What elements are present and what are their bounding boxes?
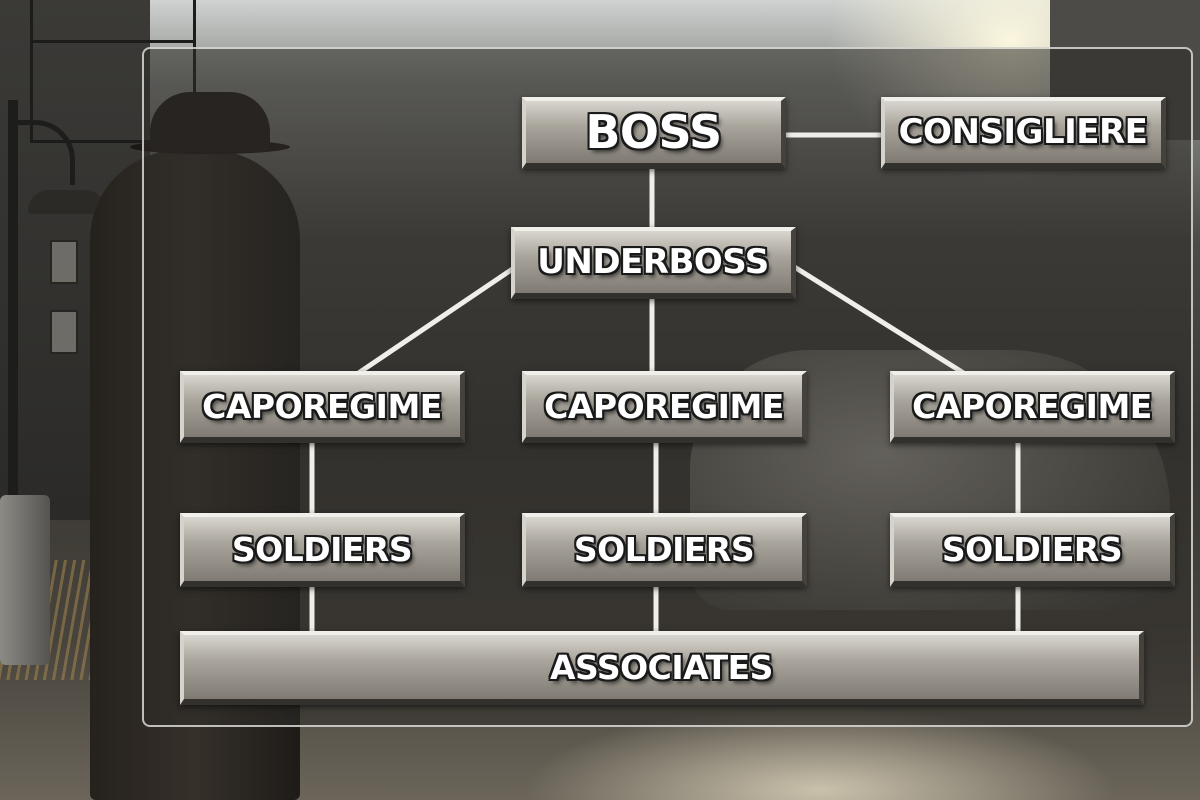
street-lamp-arm [10, 120, 75, 185]
consigliere-box: CONSIGLIERE [881, 97, 1166, 169]
street-lamp-head [28, 190, 106, 214]
underboss-label: UNDERBOSS [537, 242, 769, 282]
caporegime-label: CAPOREGIME [202, 386, 442, 426]
connector-underboss-capo-left [356, 264, 518, 376]
soldiers-label: SOLDIERS [941, 529, 1123, 569]
caporegime-box-left: CAPOREGIME [180, 371, 465, 443]
caporegime-label: CAPOREGIME [912, 386, 1152, 426]
soldiers-box-left: SOLDIERS [180, 513, 465, 587]
building-window [50, 310, 78, 354]
soldiers-label: SOLDIERS [231, 529, 413, 569]
associates-box: ASSOCIATES [180, 631, 1144, 705]
caporegime-box-right: CAPOREGIME [890, 371, 1175, 443]
consigliere-label: CONSIGLIERE [898, 112, 1148, 152]
caporegime-box-center: CAPOREGIME [522, 371, 807, 443]
street-lamp-pole [8, 100, 18, 560]
soldiers-label: SOLDIERS [573, 529, 755, 569]
boss-box: BOSS [522, 97, 786, 169]
soldiers-box-center: SOLDIERS [522, 513, 807, 587]
building-window [50, 240, 78, 284]
boss-label: BOSS [585, 105, 722, 159]
associates-label: ASSOCIATES [550, 647, 773, 687]
soldiers-box-right: SOLDIERS [890, 513, 1175, 587]
underboss-box: UNDERBOSS [511, 227, 796, 299]
caporegime-label: CAPOREGIME [544, 386, 784, 426]
connector-underboss-capo-right [792, 264, 966, 376]
trash-can [0, 495, 50, 665]
